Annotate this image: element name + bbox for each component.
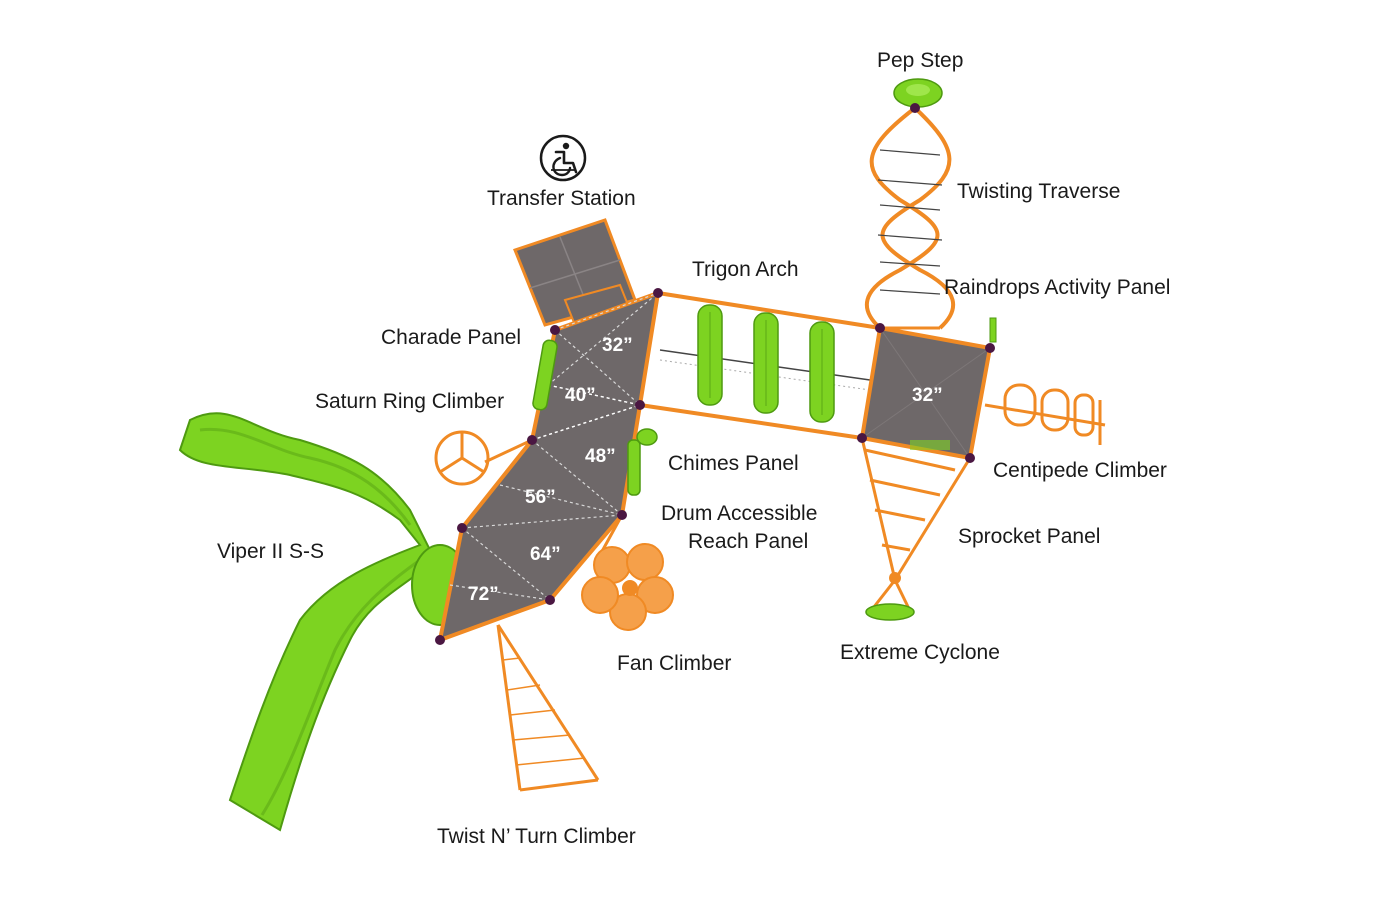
label-twist-n-turn: Twist N’ Turn Climber <box>437 825 636 848</box>
viper-slide <box>180 413 468 830</box>
raindrops-activity-panel <box>990 318 996 342</box>
label-extreme-cyclone: Extreme Cyclone <box>840 641 1000 664</box>
label-charade-panel: Charade Panel <box>381 326 521 349</box>
wheelchair-transfer-icon <box>541 136 585 180</box>
pep-step <box>894 79 942 107</box>
deck-height-6: 72” <box>468 584 499 605</box>
label-trigon-arch: Trigon Arch <box>692 258 799 281</box>
deck-height-1: 32” <box>602 335 633 356</box>
sprocket-panel <box>862 438 970 580</box>
trigon-arch <box>640 293 880 438</box>
label-fan-climber: Fan Climber <box>617 652 731 675</box>
deck-height-3: 48” <box>585 446 616 467</box>
deck-height-5: 64” <box>530 544 561 565</box>
label-raindrops-panel: Raindrops Activity Panel <box>944 276 1170 299</box>
centipede-climber <box>985 385 1105 445</box>
twisting-traverse <box>867 108 953 328</box>
deck-height-2: 40” <box>565 385 596 406</box>
label-saturn-ring: Saturn Ring Climber <box>315 390 504 413</box>
label-chimes-panel: Chimes Panel <box>668 452 799 475</box>
label-viper-slide: Viper II S-S <box>217 540 324 563</box>
label-sprocket-panel: Sprocket Panel <box>958 525 1100 548</box>
twist-n-turn-climber <box>498 625 598 790</box>
label-twisting-traverse: Twisting Traverse <box>957 180 1120 203</box>
extreme-cyclone <box>866 572 914 620</box>
label-transfer-station: Transfer Station <box>487 187 636 210</box>
label-centipede-climber: Centipede Climber <box>993 459 1167 482</box>
label-drum-panel-line1: Drum Accessible <box>661 502 817 525</box>
label-drum-panel-line2: Reach Panel <box>688 530 808 553</box>
label-pep-step: Pep Step <box>877 49 963 72</box>
deck-height-4: 56” <box>525 487 556 508</box>
deck-height-7: 32” <box>912 385 943 406</box>
